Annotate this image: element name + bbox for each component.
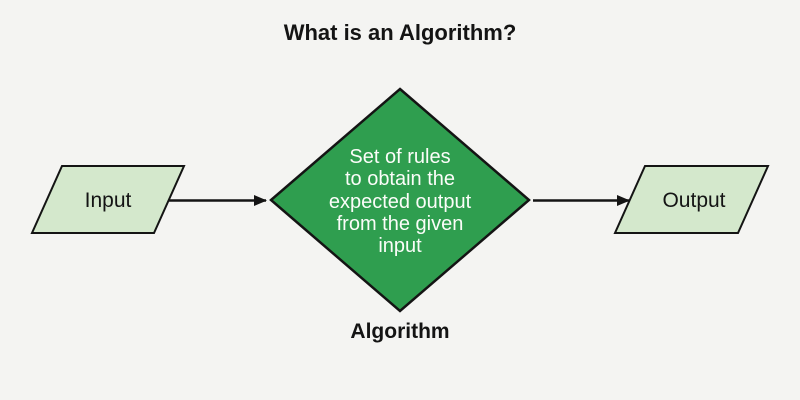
input-label: Input xyxy=(85,189,132,212)
algorithm-node: Set of rules to obtain the expected outp… xyxy=(269,87,531,313)
diamond-text-line-5: input xyxy=(378,235,422,257)
page-title: What is an Algorithm? xyxy=(284,20,517,45)
diamond-text-line-2: to obtain the xyxy=(345,168,455,190)
input-node: Input xyxy=(30,165,186,234)
input-parallelogram-shape xyxy=(30,165,186,234)
output-node: Output xyxy=(613,165,770,234)
algorithm-caption: Algorithm xyxy=(350,320,449,343)
diamond-text-line-3: expected output xyxy=(329,191,472,213)
output-label: Output xyxy=(662,189,725,212)
algorithm-diamond-shape xyxy=(269,87,531,313)
diamond-text-line-4: from the given xyxy=(337,213,464,235)
output-parallelogram-shape xyxy=(613,165,770,234)
diamond-text-line-1: Set of rules xyxy=(349,146,450,168)
